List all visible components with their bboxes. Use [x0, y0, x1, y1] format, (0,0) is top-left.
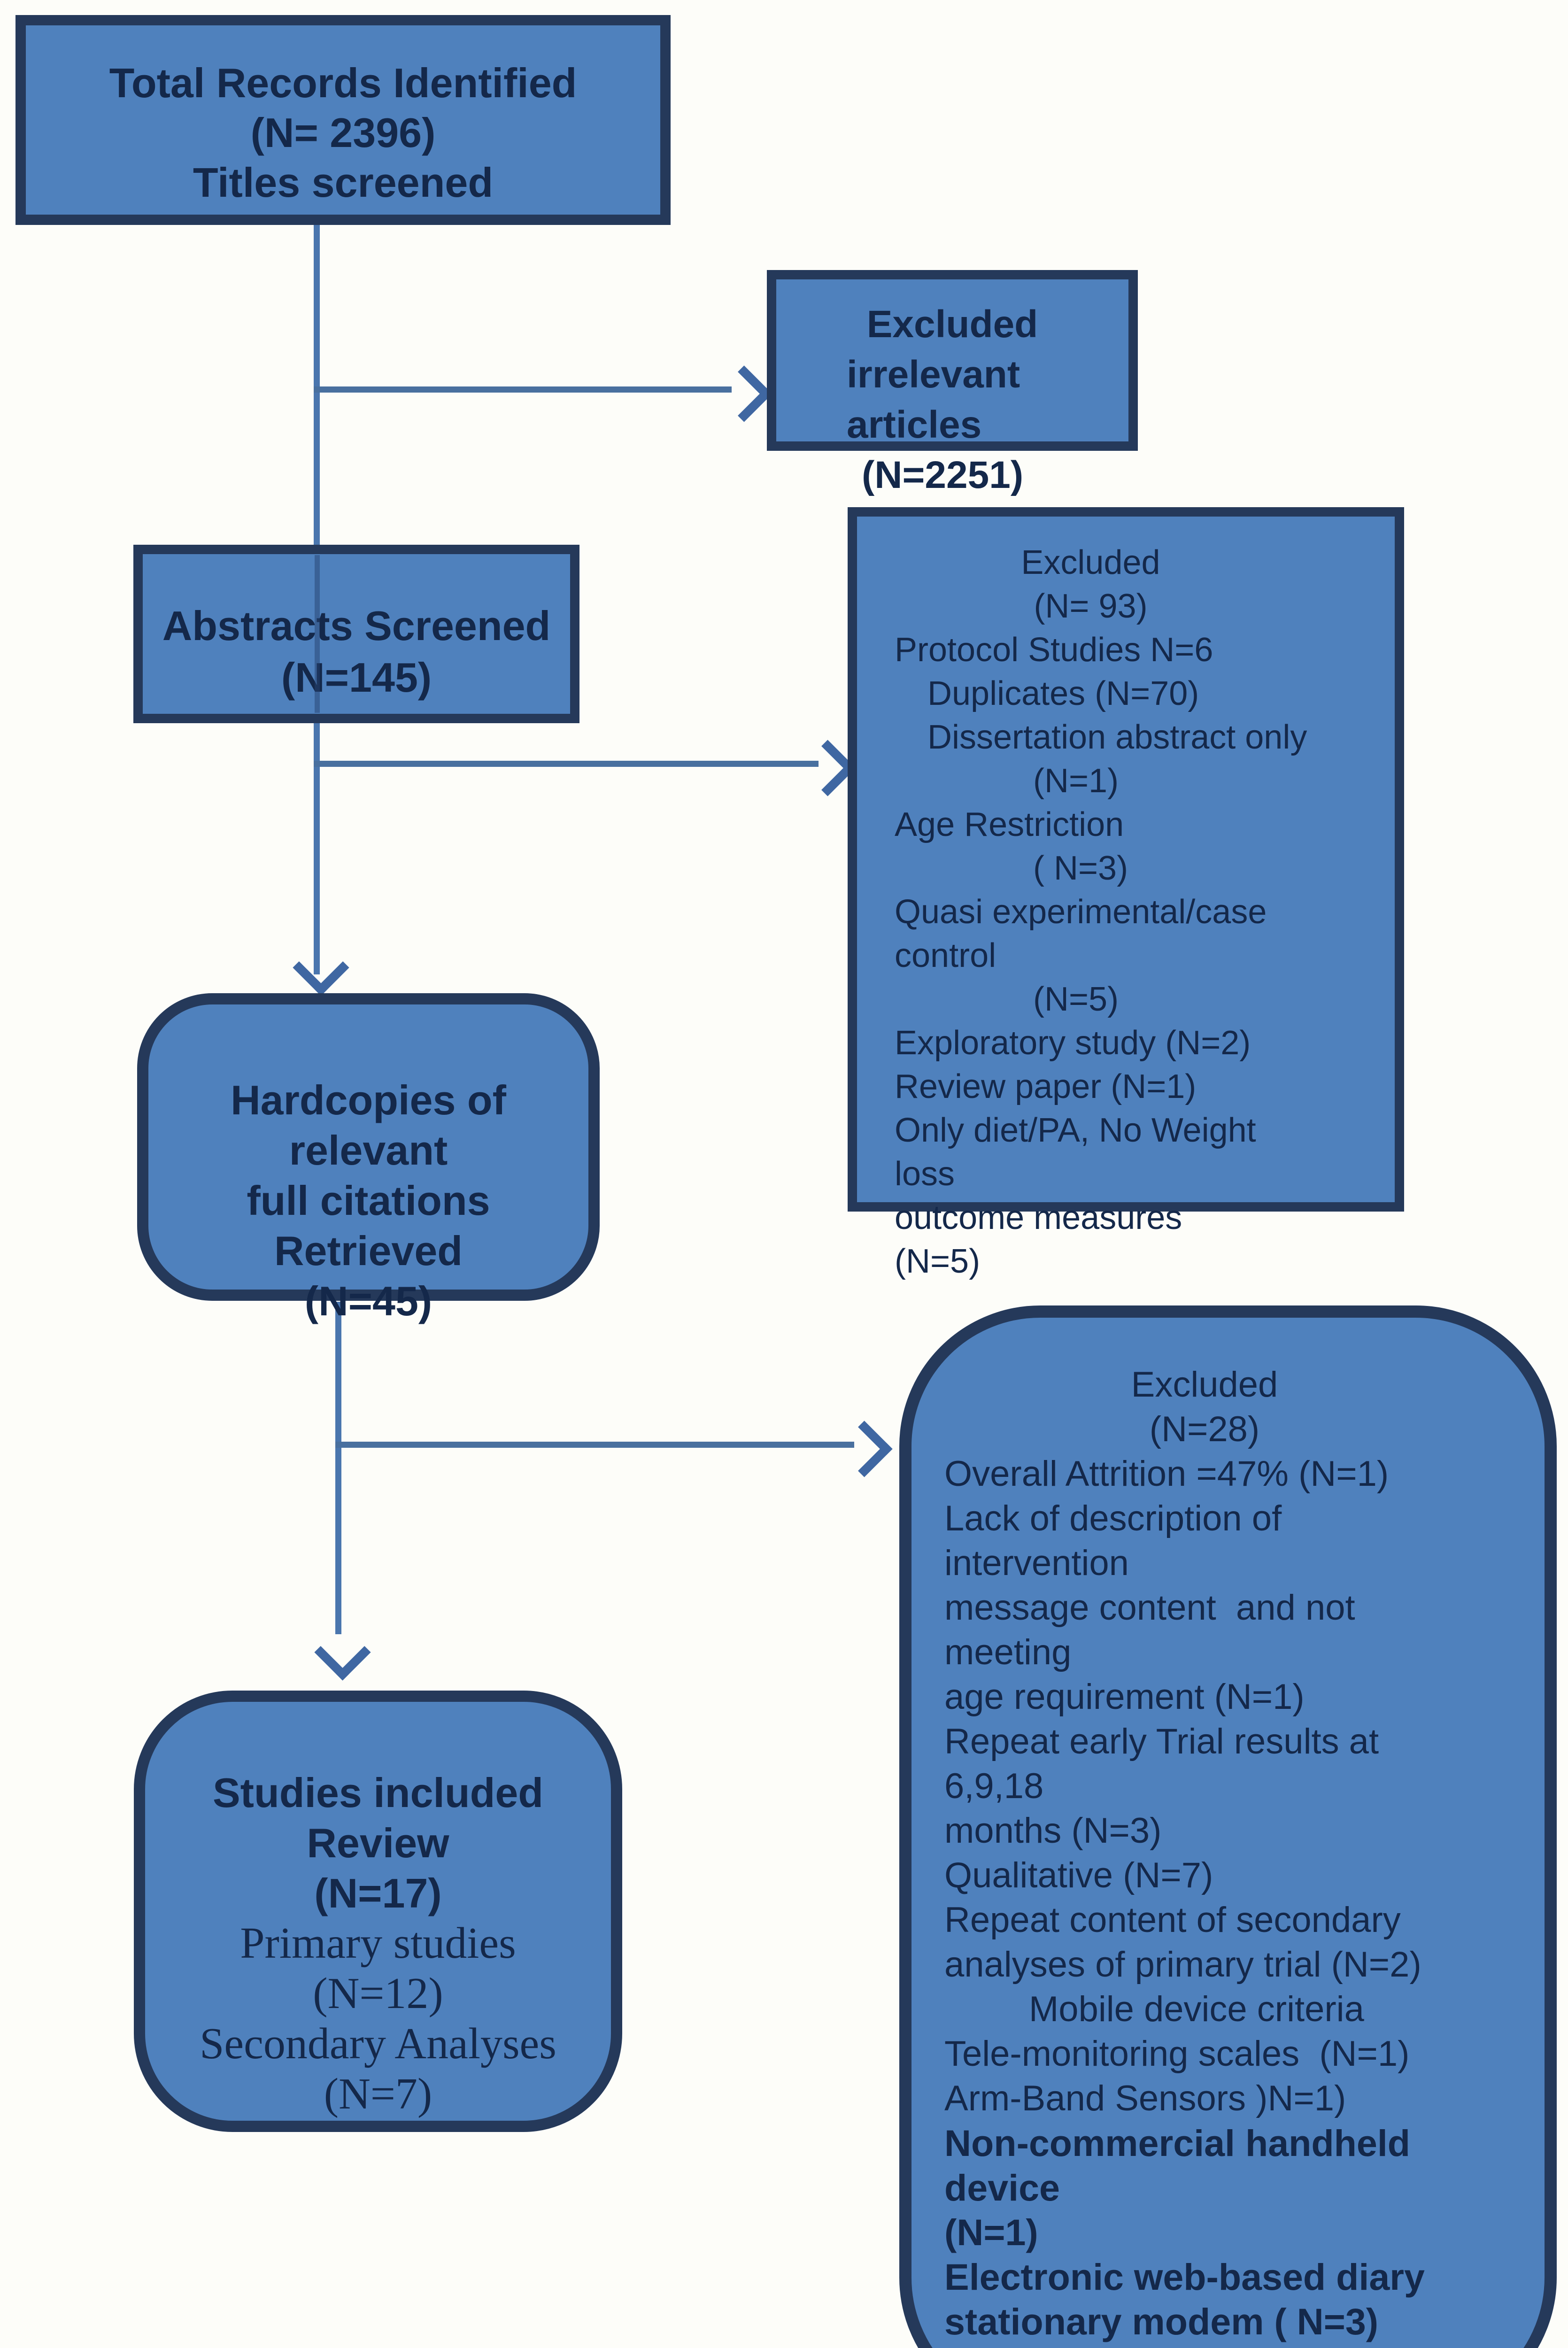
connector-vertical-titles [314, 225, 320, 546]
text-line: (N=2251) [862, 454, 1024, 496]
flow-box-excluded-fulltext: Excluded(N=28) Overall Attrition =47% (N=… [899, 1305, 1557, 2348]
text-line: outcome measures [895, 1199, 1182, 1236]
text-line: Excluded [866, 303, 1038, 346]
text-line: (N=1) [944, 2211, 1038, 2253]
connector-branch-excluded-titles [314, 386, 732, 393]
text-line: Protocol Studies N=6 [895, 631, 1213, 669]
box-text: Abstracts Screened (N=145) [143, 554, 570, 714]
text-line: (N= 2396) [250, 109, 436, 156]
text-line: Arm-Band Sensors )N=1) [944, 2078, 1346, 2118]
text-line: (N=1) [1033, 762, 1119, 800]
connector-vertical-hardcopies [335, 1302, 341, 1634]
box-text: Excluded(N=28) Overall Attrition =47% (N=… [911, 1318, 1545, 2348]
text-line: Tele-monitoring scales (N=1) [944, 2034, 1410, 2074]
text-line: Qualitative (N=7) [944, 1855, 1213, 1895]
text-line: Titles screened [193, 159, 494, 206]
text-line: stationary modem ( N=3) [944, 2301, 1379, 2342]
text-line: Secondary Analyses [200, 2019, 556, 2068]
arrowhead-right-icon [716, 365, 772, 422]
connector-vertical-abstracts [314, 723, 320, 974]
text-line: (N=5) [895, 1243, 981, 1280]
text-line: (N= 93) [1034, 587, 1148, 625]
text-line: irrelevant articles [847, 353, 1031, 446]
text-line: months (N=3) [944, 1811, 1162, 1851]
arrowhead-down-icon [293, 939, 349, 996]
text-line: message content and not meeting [944, 1588, 1365, 1672]
text-line: Web-based only (N=1) [944, 2344, 1465, 2348]
connector-branch-excluded-abstracts [314, 761, 819, 767]
arrowhead-down-icon [314, 1624, 371, 1681]
connector-overlap-abstracts [315, 555, 320, 713]
text-line: Review [307, 1820, 449, 1866]
text-line: analyses of primary trial (N=2) [944, 1945, 1421, 1985]
connector-branch-excluded-fulltext [335, 1442, 854, 1448]
text-line: Review paper (N=1) [895, 1068, 1197, 1105]
text-line: Hardcopies of relevant [231, 1077, 518, 1174]
text-line: Duplicates (N=70) [927, 675, 1199, 712]
text-line: Abstracts Screened [162, 602, 551, 649]
arrowhead-right-icon [836, 1421, 893, 1477]
text-line: Retrieved [274, 1228, 463, 1274]
text-line: Non-commercial handheld device [944, 2122, 1421, 2209]
text-line: (N=145) [281, 654, 432, 701]
text-line: Electronic web-based diary [944, 2256, 1425, 2298]
text-line: Exploratory study (N=2) [895, 1024, 1251, 1062]
text-line: Dissertation abstract only [927, 718, 1307, 756]
text-line: age requirement (N=1) [944, 1677, 1305, 1717]
text-line: Excluded [1131, 1365, 1278, 1405]
text-line: (N=5) [1033, 981, 1119, 1018]
text-line: Only diet/PA, No Weight loss [895, 1112, 1266, 1193]
text-line: Age Restriction [895, 806, 1124, 843]
text-line: Mobile device criteria [1029, 1989, 1364, 2029]
flow-box-excluded-titles: Excluded irrelevant articles (N=2251) [767, 270, 1138, 496]
text-line: Repeat early Trial results at 6,9,18 [944, 1722, 1389, 1806]
text-line: ( N=3) [1033, 850, 1128, 887]
text-line: (N=28) [1149, 1409, 1260, 1449]
text-line: (N=7) [324, 2070, 433, 2118]
text-line: Repeat content of secondary [944, 1900, 1401, 1940]
text-line: Excluded [1021, 544, 1160, 581]
text-line: Overall Attrition =47% (N=1) [944, 1454, 1389, 1494]
text-line: (N=45) [304, 1278, 433, 1324]
text-line: Lack of description of intervention [944, 1498, 1292, 1583]
text-line: Primary studies [240, 1919, 516, 1968]
text-line: Quasi experimental/case control [895, 893, 1276, 974]
box-text: Excluded irrelevant articles (N=2251) [776, 279, 1128, 496]
text-line: (N=17) [314, 1870, 442, 1916]
text-line: full citations [247, 1177, 490, 1224]
text-line: Studies included [212, 1769, 544, 1816]
flow-box-abstracts-screened: Abstracts Screened (N=145) [133, 545, 579, 723]
text-line: Total Records Identified [109, 60, 577, 106]
text-line: (N=12) [313, 1969, 443, 2018]
flow-box-total-records: Total Records Identified(N= 2396)Titles … [15, 15, 671, 225]
box-text: Total Records Identified(N= 2396)Titles … [26, 25, 660, 215]
